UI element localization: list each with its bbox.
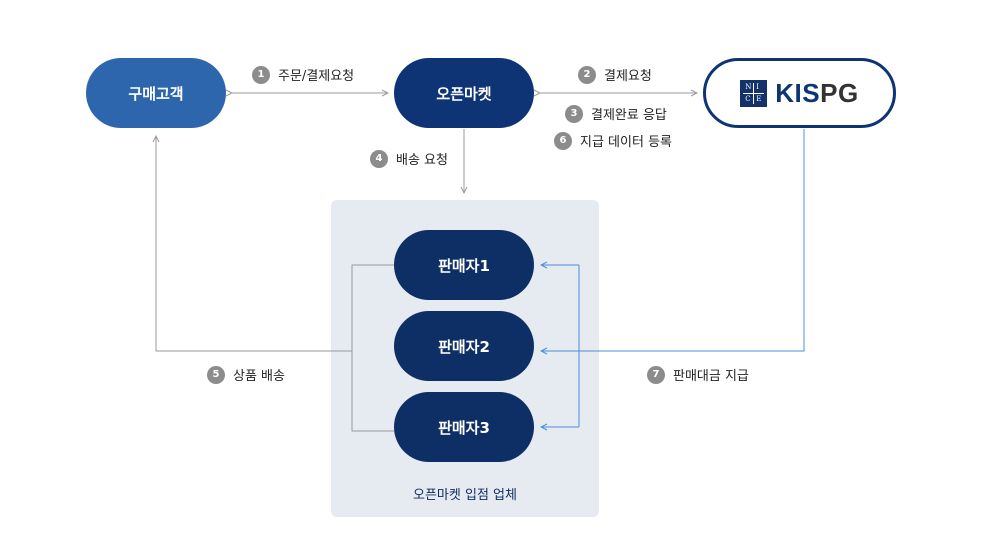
step-label: 지급 데이터 등록 bbox=[580, 135, 672, 150]
step-label: 주문/결제요청 bbox=[278, 69, 355, 84]
customer-node: 구매고객 bbox=[86, 58, 226, 128]
step-6: 6 지급 데이터 등록 bbox=[554, 131, 672, 150]
kispg-name-main: KIS bbox=[775, 77, 821, 108]
kispg-name-suffix: PG bbox=[820, 77, 859, 108]
kispg-node: N I C E KISPG bbox=[703, 58, 896, 128]
step-7: 7 판매대금 지급 bbox=[647, 365, 749, 384]
step-label: 결제요청 bbox=[604, 69, 652, 84]
step-5: 5 상품 배송 bbox=[207, 365, 285, 384]
seller-group-label: 오픈마켓 입점 업체 bbox=[413, 488, 517, 503]
step-3: 3 결제완료 응답 bbox=[565, 104, 667, 123]
seller-1-label: 판매자1 bbox=[438, 256, 490, 275]
payment-connector-main bbox=[541, 129, 805, 351]
step-number-badge: 2 bbox=[578, 65, 596, 84]
kispg-logo-text: KISPG bbox=[775, 78, 858, 109]
open-market-node: 오픈마켓 bbox=[394, 58, 534, 128]
step-number-badge: 1 bbox=[252, 65, 270, 84]
seller-1-node: 판매자1 bbox=[394, 230, 534, 300]
step-number-badge: 3 bbox=[565, 104, 583, 123]
step-label: 결제완료 응답 bbox=[591, 108, 667, 123]
seller-bracket-left bbox=[351, 264, 394, 432]
seller-2-node: 판매자2 bbox=[394, 311, 534, 381]
step-4: 4 배송 요청 bbox=[370, 149, 448, 168]
nice-logo-icon: N I C E bbox=[740, 79, 768, 107]
customer-label: 구매고객 bbox=[128, 84, 184, 103]
seller-3-label: 판매자3 bbox=[438, 418, 490, 437]
step-number-badge: 4 bbox=[370, 149, 388, 168]
step-1: 1 주문/결제요청 bbox=[252, 65, 354, 84]
product-delivery-connector bbox=[156, 136, 352, 352]
step-label: 판매대금 지급 bbox=[673, 369, 749, 384]
open-market-label: 오픈마켓 bbox=[436, 84, 492, 103]
step-label: 배송 요청 bbox=[396, 153, 448, 168]
step-2: 2 결제요청 bbox=[578, 65, 652, 84]
step-number-badge: 6 bbox=[554, 131, 572, 150]
step-number-badge: 5 bbox=[207, 365, 225, 384]
step-label: 상품 배송 bbox=[233, 369, 285, 384]
seller-3-node: 판매자3 bbox=[394, 392, 534, 462]
seller-2-label: 판매자2 bbox=[438, 337, 490, 356]
step-number-badge: 7 bbox=[647, 365, 665, 384]
